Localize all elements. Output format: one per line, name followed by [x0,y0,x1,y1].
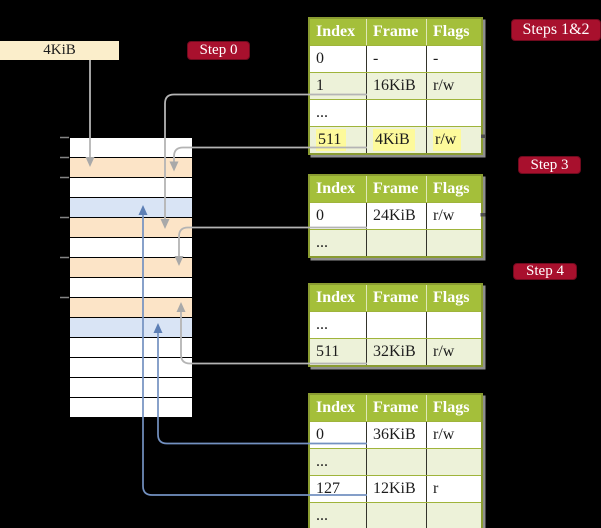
header-frame: Frame [366,19,426,45]
memory-row-4 [70,218,192,238]
table-header-row: Index Frame Flags [310,285,481,311]
cell-flags [426,449,481,475]
badge-step-4: Step 4 [513,263,577,280]
table-row: 0 36KiB r/w [310,421,481,448]
header-frame: Frame [366,285,426,311]
memory-row-3 [70,198,192,218]
table-row: 127 12KiB r [310,475,481,502]
memory-row-12 [70,378,192,398]
cell-index: 0 [316,50,324,67]
cell-index: 127 [316,480,340,497]
cell-flags: r/w [426,73,481,99]
page-size-label-box: 4KiB [0,41,119,60]
memory-row-13 [70,398,192,417]
memory-row-9 [70,318,192,338]
cell-frame: 24KiB [366,203,426,229]
header-flags: Flags [426,285,481,311]
page-table-level-3: Index Frame Flags ... 511 32KiB r/w [308,283,483,367]
memory-tick-marks [60,136,69,299]
table-header-row: Index Frame Flags [310,176,481,202]
memory-row-7 [70,278,192,298]
cell-flags: r/w [426,422,481,448]
cell-flags: r/w [426,339,481,365]
table-row: ... [310,229,481,256]
cell-frame [366,230,426,256]
cell-frame: 16KiB [366,73,426,99]
header-index: Index [316,23,356,40]
memory-row-0 [70,138,192,158]
badge-steps-1-2: Steps 1&2 [511,19,601,41]
header-index: Index [316,180,356,197]
cell-frame [366,100,426,126]
table-header-row: Index Frame Flags [310,395,481,421]
cell-index: 511 [316,343,340,360]
header-flags: Flags [426,19,481,45]
cell-flags: r/w [426,127,481,153]
cell-flags [426,312,481,338]
header-frame: Frame [366,176,426,202]
cell-flags: - [426,46,481,72]
highlighted-value: 511 [316,129,347,151]
table-row: ... [310,311,481,338]
cell-index: ... [316,104,328,121]
highlighted-value: 4KiB [373,129,415,151]
table-row: ... [310,99,481,126]
cell-frame: 36KiB [366,422,426,448]
cell-flags [426,100,481,126]
cell-frame [366,449,426,475]
cell-frame [366,312,426,338]
header-flags: Flags [426,395,481,421]
cell-index: ... [316,453,328,470]
cell-flags: r/w [426,203,481,229]
header-flags: Flags [426,176,481,202]
header-index: Index [316,289,356,306]
table-row: ... [310,448,481,475]
cell-index: ... [316,234,328,251]
cell-index: ... [316,507,328,524]
cell-frame: 4KiB [366,127,426,153]
cell-index: 0 [316,426,324,443]
memory-row-11 [70,358,192,378]
page-table-level-1: Index Frame Flags 0 - - 1 16KiB r/w ... … [308,17,483,155]
table-row: 1 16KiB r/w [310,72,481,99]
memory-row-10 [70,338,192,358]
page-table-level-2: Index Frame Flags 0 24KiB r/w ... [308,174,483,258]
cell-frame: 32KiB [366,339,426,365]
cell-frame: 12KiB [366,476,426,502]
memory-row-6 [70,258,192,278]
header-frame: Frame [366,395,426,421]
highlighted-value: r/w [433,129,462,151]
memory-row-2 [70,178,192,198]
table-row: ... [310,502,481,528]
table-row: 0 24KiB r/w [310,202,481,229]
memory-row-8 [70,298,192,318]
cell-index: 0 [316,207,324,224]
page-table-level-4: Index Frame Flags 0 36KiB r/w ... 127 12… [308,393,483,528]
badge-step-0: Step 0 [187,41,250,60]
cell-index: 1 [316,77,324,94]
memory-column [69,137,193,418]
badge-step-3: Step 3 [518,156,581,174]
cell-index: 511 [310,127,366,153]
memory-row-1 [70,158,192,178]
table-row: 511 32KiB r/w [310,338,481,365]
table-row: 0 - - [310,45,481,72]
cell-index: ... [316,316,328,333]
page-size-label: 4KiB [43,42,76,58]
table-row-highlighted: 511 4KiB r/w [310,126,481,153]
memory-row-5 [70,238,192,258]
cell-frame [366,503,426,528]
header-index: Index [316,399,356,416]
table-header-row: Index Frame Flags [310,19,481,45]
cell-frame: - [366,46,426,72]
cell-flags [426,230,481,256]
cell-flags [426,503,481,528]
cell-flags: r [426,476,481,502]
